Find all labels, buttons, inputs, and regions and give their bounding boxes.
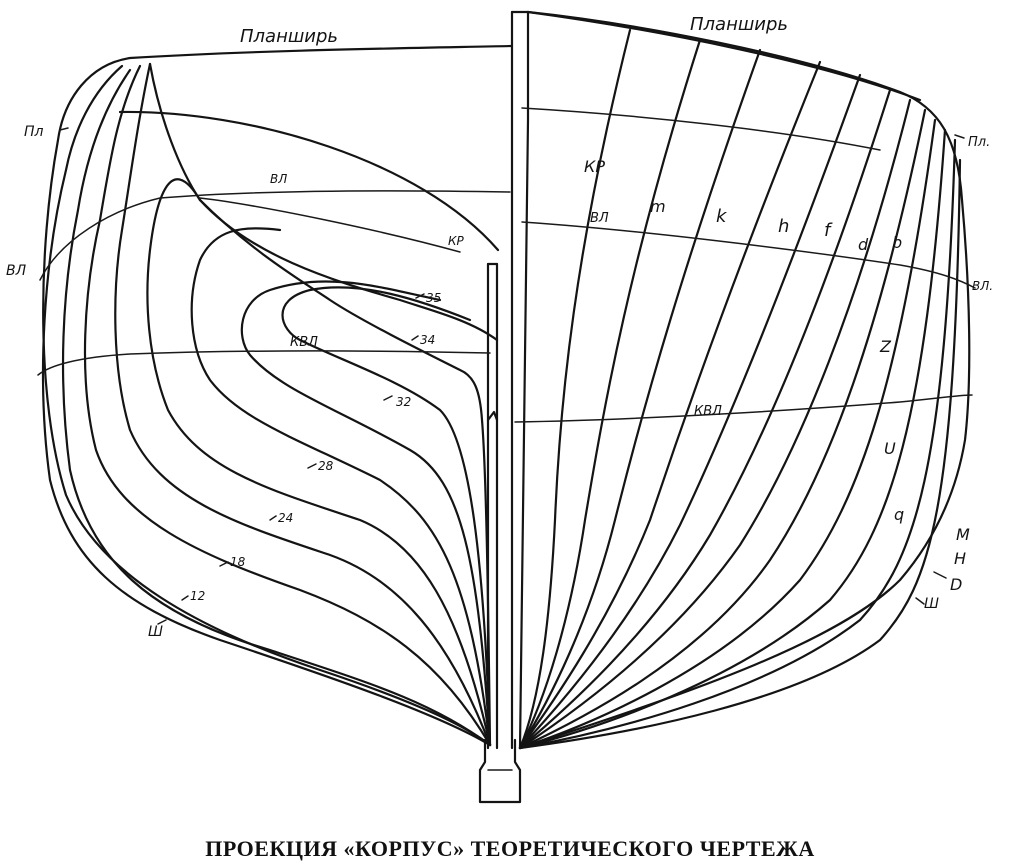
waterline-side-label-left: ВЛ: [6, 263, 27, 279]
waterline-label-right: ВЛ: [590, 211, 609, 226]
station-34-label: 34: [420, 333, 435, 347]
design-waterline-label-left: КВЛ: [290, 335, 318, 350]
left-labels: Планширь Пл ВЛ ВЛ КР КВЛ 35 34 32 28 24 …: [6, 26, 465, 640]
station-12-label: 12: [190, 589, 205, 603]
frame-b-label: b: [892, 233, 902, 252]
sheer-label-right: Пл.: [968, 135, 990, 150]
sheer-label-left: Пл: [24, 124, 44, 140]
station-35-label: 35: [426, 291, 441, 305]
midship-label-left: Ш: [148, 624, 163, 640]
deck-edge-label-left: КР: [448, 234, 465, 248]
frame-k-label: k: [716, 206, 728, 227]
midship-label-right: Ш: [924, 596, 939, 612]
frame-H-label: H: [954, 549, 966, 568]
body-plan-drawing: Планширь Пл ВЛ ВЛ КР КВЛ 35 34 32 28 24 …: [6, 10, 993, 804]
right-stations: [518, 28, 962, 750]
frame-z-label: Z: [879, 337, 892, 356]
frame-q-label: q: [894, 505, 904, 524]
waterline-side-label-right: ВЛ.: [972, 279, 993, 293]
gunwale-label-left: Планширь: [240, 26, 338, 47]
deck-edge-label-right: КР: [584, 157, 605, 176]
waterline-label-left: ВЛ: [270, 172, 287, 186]
right-waterlines: [514, 107, 976, 423]
gunwale-label-right: Планширь: [690, 14, 788, 35]
frame-u-label: U: [884, 439, 896, 458]
station-18-label: 18: [230, 555, 246, 569]
label-ticks: [157, 293, 947, 625]
station-28-label: 28: [318, 459, 334, 473]
left-stations: [41, 62, 499, 747]
drawing-caption: ПРОЕКЦИЯ «КОРПУС» ТЕОРЕТИЧЕСКОГО ЧЕРТЕЖА: [205, 836, 815, 861]
frame-D-label: D: [950, 575, 962, 594]
station-24-label: 24: [278, 511, 293, 525]
frame-d-label: d: [858, 235, 869, 254]
frame-M-label: M: [956, 525, 970, 544]
right-labels: Планширь Пл. ВЛ. КР ВЛ КВЛ m k h f d b Z…: [584, 14, 993, 612]
frame-h-label: h: [778, 216, 789, 237]
design-waterline-label-right: КВЛ: [694, 404, 722, 419]
frame-f-label: f: [824, 220, 833, 241]
left-waterlines: [37, 127, 511, 376]
station-32-label: 32: [396, 395, 411, 409]
right-hull-outline: [518, 10, 971, 750]
frame-m-label: m: [650, 197, 666, 216]
